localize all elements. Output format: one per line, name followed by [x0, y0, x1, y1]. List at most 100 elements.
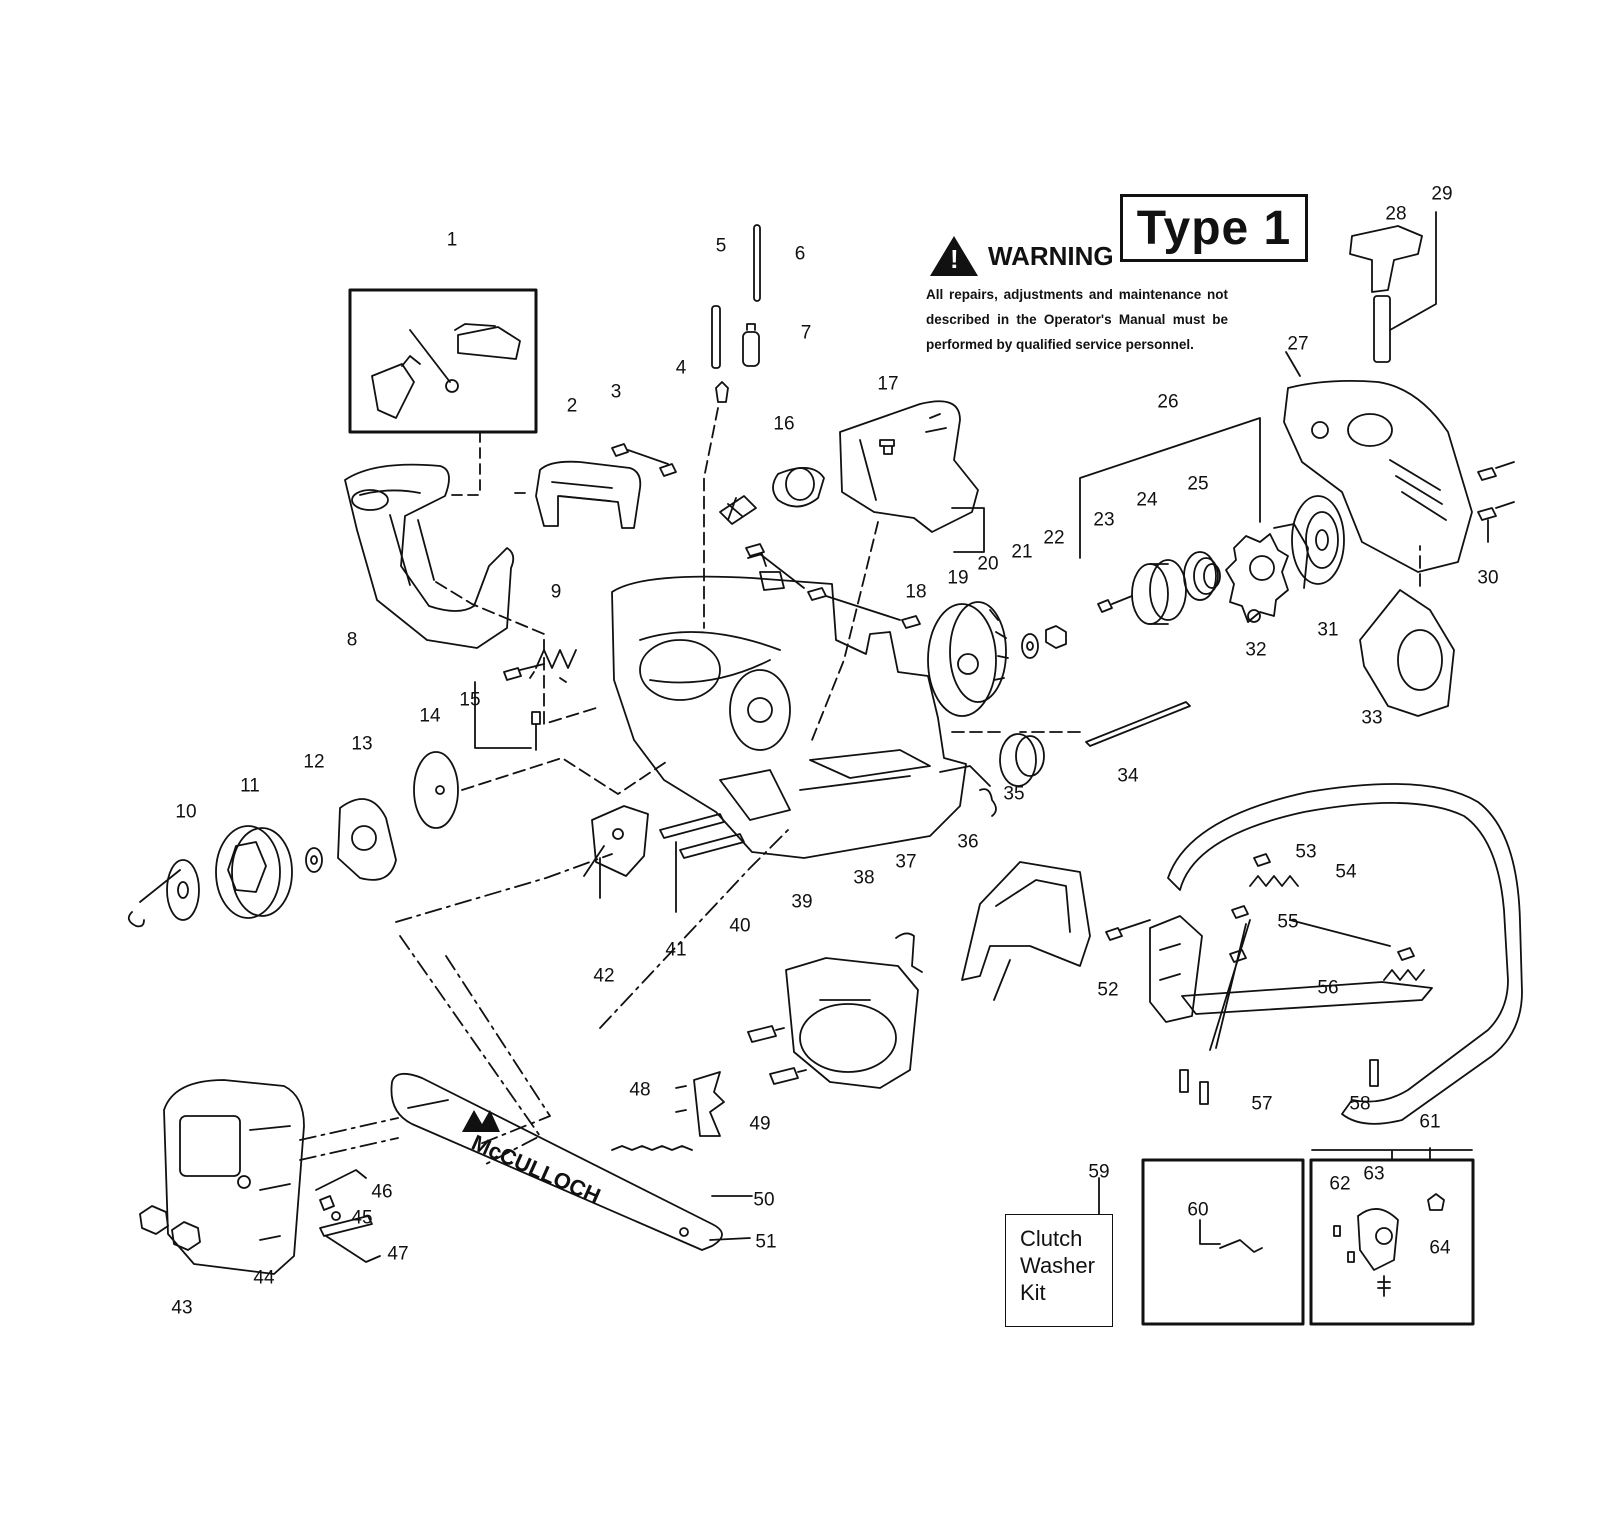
- part-20-heat-shield: [839, 400, 985, 553]
- part-8-rear-handle: [344, 463, 515, 649]
- part-38-crankcase: [611, 553, 967, 859]
- part-5-pin: [711, 305, 721, 369]
- part-number: 48: [629, 1079, 651, 1101]
- part-13-clutch: [337, 798, 397, 881]
- part-42-chain-guide-plate: [583, 805, 649, 899]
- kit-line: Clutch: [1020, 1226, 1083, 1251]
- part-number: 49: [749, 1113, 771, 1135]
- part-number: 63: [1363, 1163, 1385, 1185]
- part-40-bolts: [747, 1025, 807, 1085]
- part-number: 62: [1329, 1173, 1351, 1195]
- part-37-clip: [895, 932, 923, 973]
- part-number: 64: [1429, 1237, 1451, 1259]
- part-number: 32: [1245, 639, 1267, 661]
- part-number: 55: [1277, 911, 1299, 933]
- part-9-spring: [529, 649, 577, 683]
- part-22-nut: [1045, 625, 1067, 649]
- part-4-pivot-pin: [715, 381, 729, 403]
- part-number: 46: [371, 1181, 393, 1203]
- part-61-box: [1309, 1149, 1475, 1326]
- part-53-screw: [1253, 853, 1271, 867]
- part-number: 24: [1136, 489, 1158, 511]
- part-number: 27: [1287, 333, 1309, 355]
- part-number: 28: [1385, 203, 1407, 225]
- part-number: 15: [459, 689, 481, 711]
- part-number: 50: [753, 1189, 775, 1211]
- part-number: 29: [1431, 183, 1453, 205]
- part-35-fuel-filter: [939, 733, 1045, 817]
- warning-title: WARNING: [988, 240, 1114, 271]
- type-label-box: Type 1: [1120, 194, 1308, 262]
- part-number: 12: [303, 751, 325, 773]
- part-number: 25: [1187, 473, 1209, 495]
- part-number: 10: [175, 801, 197, 823]
- part-number: 22: [1043, 527, 1065, 549]
- part-11-clutch-drum: [215, 825, 293, 919]
- part-32-nut: [1247, 609, 1261, 623]
- part-number: 39: [791, 891, 813, 913]
- part-50-saw-chain: [611, 1145, 693, 1151]
- part-number: 35: [1003, 783, 1025, 805]
- part-25-recoil-spring: [1183, 551, 1221, 601]
- part-number: 18: [905, 581, 927, 603]
- bar-brand-logo: [462, 1110, 500, 1132]
- part-10-circlip-washer: [127, 859, 200, 928]
- part-number: 23: [1093, 509, 1115, 531]
- part-number: 4: [675, 357, 687, 379]
- part-33-fan-cover: [1359, 589, 1455, 717]
- part-number: 43: [171, 1297, 193, 1319]
- part-number: 40: [729, 915, 751, 937]
- part-number: 7: [800, 322, 812, 344]
- part-19-flywheel: [927, 601, 1009, 717]
- part-number: 19: [947, 567, 969, 589]
- part-number: 61: [1419, 1111, 1441, 1133]
- part-1-throttle-lockout-kit: [348, 288, 538, 434]
- part-18-clips: [745, 543, 921, 629]
- part-24-starter-pulley: [1131, 559, 1187, 625]
- clutch-washer-kit-box: Clutch Washer Kit: [1005, 1214, 1113, 1327]
- part-16-air-filter: [719, 467, 825, 525]
- kit-line: Washer: [1020, 1253, 1095, 1278]
- part-number: 53: [1295, 841, 1317, 863]
- part-31-starter-reel: [1291, 495, 1345, 585]
- part-36-chain-brake-handle: [961, 861, 1091, 1001]
- part-56-spring: [1383, 969, 1425, 981]
- part-15-screws: [474, 663, 545, 751]
- part-number: 52: [1097, 979, 1119, 1001]
- part-number: 31: [1317, 619, 1339, 641]
- part-29-starter-rope: [1373, 211, 1437, 363]
- part-number: 2: [566, 395, 578, 417]
- part-34-rod: [1085, 701, 1191, 747]
- part-number: 41: [665, 939, 687, 961]
- part-28-starter-handle: [1349, 225, 1423, 293]
- part-number: 34: [1117, 765, 1139, 787]
- part-number: 57: [1251, 1093, 1273, 1115]
- type-label: Type 1: [1136, 201, 1292, 255]
- kit-line: Kit: [1020, 1280, 1046, 1305]
- part-2-handle-cover: [535, 460, 642, 529]
- part-number: 30: [1477, 567, 1499, 589]
- part-number: 59: [1088, 1161, 1110, 1183]
- part-number: 3: [610, 381, 622, 403]
- part-7-spring-bushing: [742, 323, 760, 367]
- part-58-screw: [1369, 1059, 1379, 1087]
- part-3-screws: [611, 443, 677, 477]
- part-17-screw: [879, 439, 895, 455]
- part-14-plate: [413, 751, 459, 829]
- part-6-rod: [753, 224, 761, 302]
- part-number: 60: [1187, 1199, 1209, 1221]
- part-21-washer: [1021, 633, 1039, 659]
- part-number: 6: [794, 243, 806, 265]
- part-30-screws: [1477, 461, 1515, 543]
- part-39-brake-assembly: [785, 957, 919, 1089]
- part-number: 33: [1361, 707, 1383, 729]
- bar-brand-text: McCULLOCH: [468, 1130, 604, 1209]
- part-number: 36: [957, 831, 979, 853]
- part-number: 8: [346, 629, 358, 651]
- part-number: 44: [253, 1267, 275, 1289]
- part-27-starter-housing: [1283, 379, 1473, 573]
- part-26-starter-pawl-assembly: [1225, 523, 1309, 623]
- part-number: 11: [240, 775, 260, 797]
- part-41-bar-studs: [659, 813, 745, 913]
